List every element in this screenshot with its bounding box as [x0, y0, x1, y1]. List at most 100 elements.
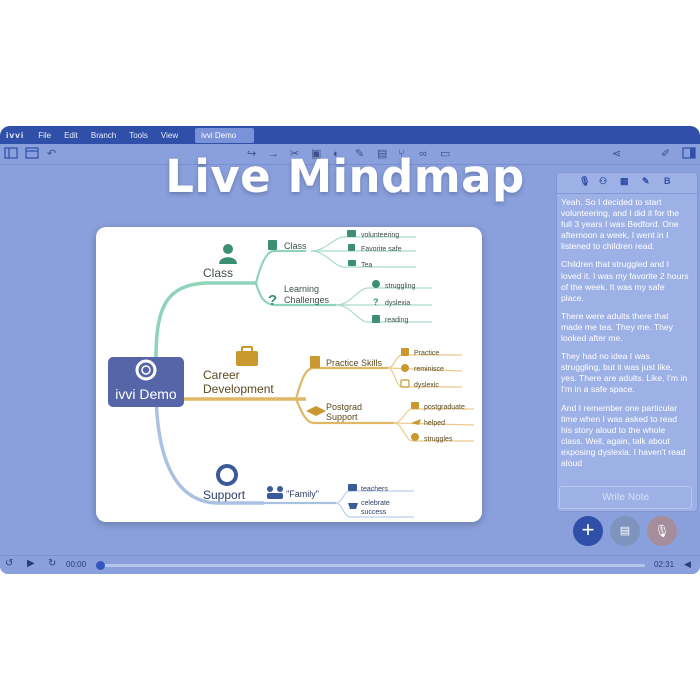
- center-node-label: ivvi Demo: [115, 386, 177, 402]
- question-icon: ?: [268, 292, 277, 309]
- career-node-label[interactable]: Career: [203, 368, 240, 382]
- book-open-icon: [400, 379, 410, 388]
- play-icon[interactable]: ▶: [27, 558, 35, 569]
- cup-icon: [348, 260, 356, 266]
- volume-icon[interactable]: ◀: [684, 559, 691, 569]
- edit-icon[interactable]: ✎: [642, 176, 650, 186]
- center-node[interactable]: [108, 357, 184, 407]
- playback-bar: ↺ ▶ ↻ 00:00 02:31 ◀: [0, 555, 700, 574]
- rewind-icon[interactable]: ↺: [5, 558, 14, 569]
- leaf-label[interactable]: dyslexic: [414, 382, 439, 389]
- leaf-label[interactable]: helped: [424, 420, 445, 427]
- learning-sub-label-line2: Challenges: [284, 295, 330, 305]
- leaf-label[interactable]: teachers: [361, 486, 388, 493]
- teacher-icon: [348, 484, 357, 491]
- leaf-label[interactable]: reminisce: [414, 366, 444, 373]
- postgrad-sub-label[interactable]: Postgrad: [326, 402, 362, 412]
- mindmap-card: ivvi Demo Class Class ? Learning Challen…: [96, 227, 482, 522]
- progress-knob[interactable]: [96, 561, 105, 570]
- transcript-text: Yeah. So I decided to start volunteering…: [561, 197, 689, 473]
- lock-icon: [348, 244, 355, 251]
- sidebar-toggle-icon[interactable]: [4, 147, 18, 163]
- class-branch-line: [154, 281, 256, 360]
- scissors-icon[interactable]: ✂: [290, 148, 300, 160]
- redo-icon[interactable]: ↪: [247, 148, 257, 160]
- tab-ivvi-demo[interactable]: ivvi Demo: [195, 127, 255, 143]
- undo-icon[interactable]: ↶: [47, 148, 57, 160]
- learning-sub-line: [254, 282, 336, 307]
- leaf-label[interactable]: dyslexia: [385, 300, 410, 307]
- leaf-label[interactable]: struggles: [424, 436, 453, 443]
- person-icon: [219, 244, 237, 264]
- forward-icon[interactable]: ↻: [48, 558, 57, 569]
- face-icon: [372, 280, 380, 288]
- toolbar: ↶ ↪ → ✂ ▣ ◐ ✎ ▤ ⑂ ∞ ▭ ⋖ ✐: [0, 144, 700, 165]
- brush-icon[interactable]: ✐: [661, 148, 671, 160]
- lifebuoy-icon: [135, 359, 157, 381]
- leaf-label[interactable]: postgraduate: [424, 404, 465, 411]
- mindmap-canvas: ivvi Demo Class Class ? Learning Challen…: [108, 230, 475, 518]
- sad-face-icon: [411, 433, 419, 441]
- practice-sub-line: [294, 366, 388, 400]
- briefcase-icon: [236, 346, 258, 366]
- graduation-icon: [411, 402, 419, 409]
- class-node-label[interactable]: Class: [203, 266, 233, 280]
- leaf-label[interactable]: struggling: [385, 283, 415, 290]
- postgrad-sub-line: [294, 398, 394, 425]
- leaf-label[interactable]: Favorite safe: [361, 246, 402, 253]
- menu-branch[interactable]: Branch: [90, 130, 117, 140]
- book-icon: [401, 348, 409, 356]
- leaf-label[interactable]: reading: [385, 317, 408, 324]
- class-sub-label[interactable]: Class: [284, 241, 307, 251]
- mic-icon: 🎙︎: [654, 524, 670, 538]
- pen-icon[interactable]: ✎: [355, 148, 365, 160]
- mic-icon[interactable]: 🎙︎: [579, 176, 591, 186]
- handshake-icon: [347, 230, 356, 237]
- learning-sub-label[interactable]: Learning: [284, 284, 319, 294]
- leaf-label[interactable]: Practice: [414, 350, 439, 357]
- leaf-label[interactable]: volunteering: [361, 232, 399, 239]
- app-logo: ivvi: [6, 130, 25, 140]
- menu-file[interactable]: File: [38, 130, 52, 140]
- window-icon[interactable]: [25, 147, 39, 163]
- transcript-paragraph: Yeah. So I decided to start volunteering…: [561, 197, 680, 252]
- question-icon: ?: [373, 297, 379, 307]
- menu-view[interactable]: View: [160, 130, 179, 140]
- image-icon[interactable]: ▣: [311, 148, 322, 160]
- leaf-label[interactable]: celebrate: [361, 500, 390, 507]
- transcript-toolbar: 🎙︎ ⚇ ▦ ✎ B: [557, 173, 697, 194]
- career-node-label-line2: Development: [203, 382, 274, 396]
- write-note-input[interactable]: Write Note: [559, 486, 692, 509]
- palette-icon[interactable]: ◐: [333, 148, 340, 160]
- qr-icon[interactable]: ▦: [620, 176, 629, 186]
- leaf-label[interactable]: Tea: [361, 262, 372, 269]
- transcript-paragraph: There were adults there that made me tea…: [561, 310, 673, 344]
- share-icon[interactable]: ⋖: [612, 148, 622, 160]
- transcript-paragraph: And I remember one particular time when …: [561, 402, 686, 468]
- link-icon[interactable]: ∞: [419, 148, 427, 160]
- book-icon: [268, 240, 277, 250]
- book-icon: [310, 356, 320, 368]
- branch-icon[interactable]: ⑂: [398, 148, 405, 160]
- tree-icon[interactable]: ⚇: [599, 176, 608, 186]
- chat-button[interactable]: ▤: [610, 516, 640, 546]
- clipboard-icon[interactable]: ▤: [377, 148, 388, 160]
- comment-icon[interactable]: ▭: [440, 148, 451, 160]
- add-button[interactable]: +: [573, 516, 603, 546]
- transcript-panel: 🎙︎ ⚇ ▦ ✎ B Yeah. So I decided to start v…: [556, 172, 698, 512]
- menu-edit[interactable]: Edit: [64, 130, 78, 140]
- support-node-label[interactable]: Support: [203, 488, 246, 502]
- bold-icon[interactable]: B: [664, 176, 671, 186]
- trophy-icon: [348, 503, 358, 509]
- progress-track[interactable]: [99, 564, 645, 567]
- family-sub-label[interactable]: "Family": [286, 489, 319, 499]
- moon-icon: [401, 364, 409, 372]
- transcript-paragraph: They had no idea I was struggling, but i…: [561, 351, 688, 395]
- panel-toggle-icon[interactable]: [682, 147, 696, 163]
- menu-tools[interactable]: Tools: [129, 130, 148, 140]
- practice-sub-label[interactable]: Practice Skills: [326, 358, 383, 368]
- support-branch-line: [154, 386, 264, 505]
- arrow-right-icon[interactable]: →: [268, 148, 279, 160]
- class-sub-line: [254, 249, 306, 284]
- mic-button[interactable]: 🎙︎: [647, 516, 677, 546]
